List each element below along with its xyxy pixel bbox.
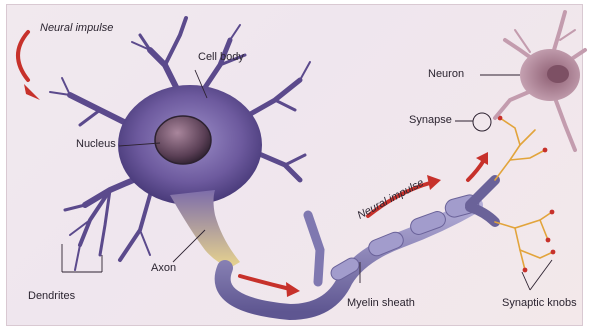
- label-nucleus: Nucleus: [76, 139, 116, 150]
- label-neural-impulse-top: Neural impulse: [40, 23, 113, 34]
- label-myelin-sheath: Myelin sheath: [347, 298, 415, 309]
- label-synaptic-knobs: Synaptic knobs: [502, 298, 577, 309]
- axon-hillock: [170, 190, 240, 268]
- label-cell-body: Cell body: [198, 52, 244, 63]
- label-axon: Axon: [151, 263, 176, 274]
- label-neuron: Neuron: [428, 69, 464, 80]
- nucleus: [155, 116, 211, 164]
- label-dendrites: Dendrites: [28, 291, 75, 302]
- axon-group: [223, 180, 495, 312]
- synapse-circle: [473, 113, 491, 131]
- receiving-neuron: [495, 12, 585, 150]
- collateral-branch: [308, 215, 320, 282]
- label-synapse: Synapse: [409, 115, 452, 126]
- synaptic-knob-branches: [495, 118, 553, 270]
